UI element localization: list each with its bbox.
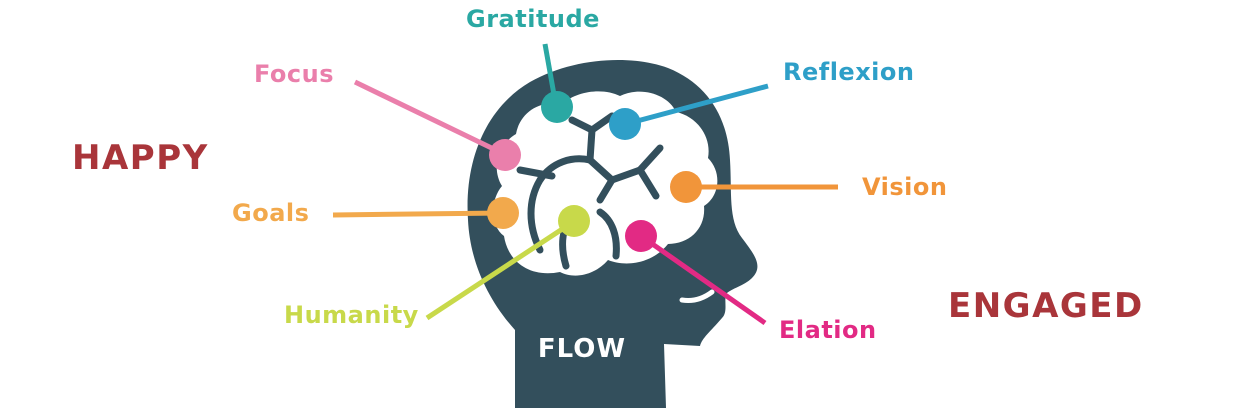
goals-connector — [332, 210, 504, 218]
happy-word: HAPPY — [72, 138, 209, 178]
elation-node — [625, 220, 657, 252]
smile-line — [679, 289, 715, 303]
vision-label: Vision — [862, 173, 947, 201]
focus-connector — [353, 79, 506, 157]
goals-label: Goals — [232, 199, 309, 227]
focus-node — [489, 139, 521, 171]
humanity-node — [558, 205, 590, 237]
reflexion-node — [609, 108, 641, 140]
elation-label: Elation — [779, 316, 877, 344]
goals-node — [487, 197, 519, 229]
elation-connector — [639, 233, 767, 326]
vision-node — [670, 171, 702, 203]
gratitude-label: Gratitude — [466, 5, 600, 33]
engaged-word: ENGAGED — [948, 286, 1144, 326]
reflexion-connector — [625, 83, 769, 127]
gratitude-node — [541, 91, 573, 123]
focus-label: Focus — [254, 60, 334, 88]
brain-folds — [516, 112, 664, 270]
humanity-connector — [425, 219, 575, 321]
brain-outline — [493, 91, 718, 276]
center-label-flow: FLOW — [538, 334, 626, 364]
reflexion-label: Reflexion — [783, 58, 914, 86]
humanity-label: Humanity — [284, 301, 419, 329]
